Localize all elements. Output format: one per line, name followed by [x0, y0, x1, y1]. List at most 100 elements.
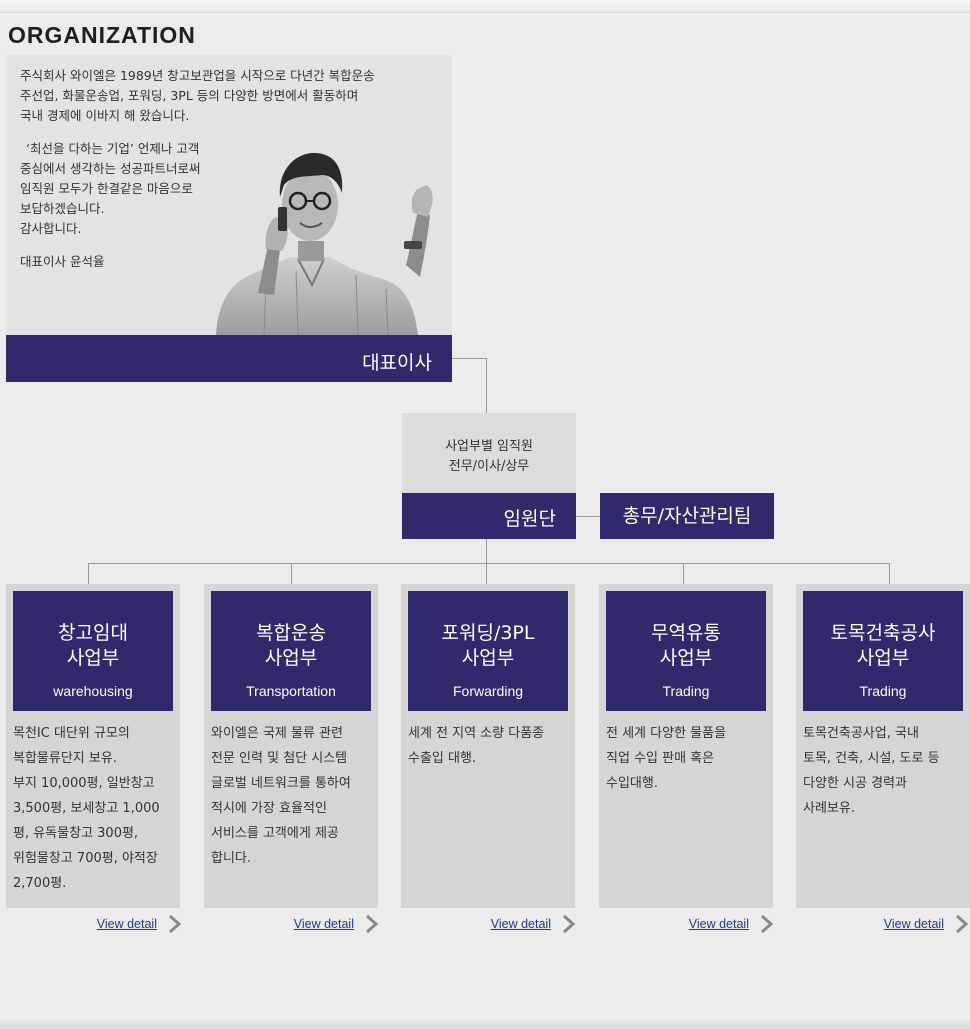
connector-line — [486, 358, 487, 413]
view-detail-link[interactable]: View detail — [293, 917, 354, 931]
chevron-right-icon[interactable] — [561, 914, 577, 934]
description-line: 3,500평, 보세창고 1,000 — [13, 801, 160, 816]
connector-line — [452, 358, 487, 359]
description-line: 토목, 건축, 시설, 도로 등 — [803, 751, 940, 766]
description-line: 수입대행. — [606, 776, 658, 791]
ceo-message-line: 주선업, 화물운송업, 포워딩, 3PL 등의 다양한 방면에서 활동하며 — [20, 88, 359, 103]
division-header: 무역유통 사업부 Trading — [606, 591, 766, 711]
executives-line1: 사업부별 임직원 — [445, 439, 533, 454]
description-line: 복합물류단지 보유. — [13, 751, 117, 766]
chevron-right-icon[interactable] — [167, 914, 183, 934]
executives-box: 사업부별 임직원 전무/이사/상무 — [402, 413, 576, 493]
ceo-message-line: 중심에서 생각하는 성공파트너로써 — [20, 161, 201, 176]
description-line: 수출입 대행. — [408, 751, 477, 766]
division-card-warehousing: 창고임대 사업부 warehousing 목천IC 대단위 규모의 복합물류단지… — [6, 584, 180, 908]
executives-label: 임원단 — [503, 508, 556, 530]
division-card-construction: 토목건축공사 사업부 Trading 토목건축공사업, 국내 토목, 건축, 시… — [796, 584, 970, 908]
view-detail-transportation[interactable]: View detail — [204, 913, 380, 935]
executives-bar: 임원단 — [402, 493, 576, 539]
ceo-message-line: 임직원 모두가 한결같은 마음으로 — [20, 181, 193, 196]
division-header: 토목건축공사 사업부 Trading — [803, 591, 963, 711]
connector-line — [486, 539, 487, 563]
view-detail-link[interactable]: View detail — [688, 917, 749, 931]
chevron-right-icon[interactable] — [364, 914, 380, 934]
description-line: 세계 전 지역 소량 다품종 — [408, 726, 545, 741]
ceo-message-line: 주식회사 와이엘은 1989년 창고보관업을 시작으로 다년간 복합운송 — [20, 68, 375, 83]
bottom-band — [0, 1020, 970, 1029]
description-line: 위험물창고 700평, 야적장 — [13, 851, 158, 866]
division-header: 창고임대 사업부 warehousing — [13, 591, 173, 711]
ceo-bar: 대표이사 — [6, 335, 452, 382]
division-description: 목천IC 대단위 규모의 복합물류단지 보유. 부지 10,000평, 일반창고… — [13, 721, 179, 896]
description-line: 부지 10,000평, 일반창고 — [13, 776, 155, 791]
division-description: 세계 전 지역 소량 다품종 수출입 대행. — [408, 721, 574, 771]
connector-line — [889, 563, 890, 584]
ceo-message-line: 국내 경제에 이바지 해 왔습니다. — [20, 108, 190, 123]
division-title: 포워딩/3PL — [441, 622, 535, 644]
view-detail-link[interactable]: View detail — [96, 917, 157, 931]
division-card-forwarding: 포워딩/3PL 사업부 Forwarding 세계 전 지역 소량 다품종 수출… — [401, 584, 575, 908]
division-title: 사업부 — [264, 647, 318, 669]
connector-line — [486, 563, 487, 584]
division-subtitle: Trading — [662, 683, 710, 699]
ceo-message-line: 보답하겠습니다. — [20, 201, 105, 216]
description-line: 목천IC 대단위 규모의 — [13, 726, 130, 741]
description-line: 적시에 가장 효율적인 — [211, 801, 327, 816]
division-header: 복합운송 사업부 Transportation — [211, 591, 371, 711]
view-detail-link[interactable]: View detail — [883, 917, 944, 931]
description-line: 토목건축공사업, 국내 — [803, 726, 919, 741]
description-line: 글로벌 네트워크를 통하여 — [211, 776, 351, 791]
division-title: 창고임대 — [58, 622, 128, 644]
executives-line2: 전무/이사/상무 — [448, 459, 530, 474]
division-subtitle: warehousing — [53, 683, 133, 699]
ceo-message: 주식회사 와이엘은 1989년 창고보관업을 시작으로 다년간 복합운송 주선업… — [20, 66, 375, 272]
ceo-message-line: ‘최선을 다하는 기업’ 언제나 고객 — [26, 141, 200, 156]
chevron-right-icon[interactable] — [759, 914, 775, 934]
description-line: 와이엘은 국제 물류 관련 — [211, 726, 343, 741]
division-description: 토목건축공사업, 국내 토목, 건축, 시설, 도로 등 다양한 시공 경력과 … — [803, 721, 969, 821]
division-title: 사업부 — [856, 647, 910, 669]
division-subtitle: Transportation — [246, 683, 336, 699]
connector-line — [88, 563, 89, 584]
view-detail-link[interactable]: View detail — [490, 917, 551, 931]
description-line: 사례보유. — [803, 801, 855, 816]
view-detail-forwarding[interactable]: View detail — [401, 913, 577, 935]
description-line: 직업 수입 판매 혹은 — [606, 751, 715, 766]
connector-line — [88, 563, 890, 564]
division-description: 전 세계 다양한 물품을 직업 수입 판매 혹은 수입대행. — [606, 721, 772, 796]
division-title: 토목건축공사 — [830, 622, 936, 644]
division-subtitle: Forwarding — [452, 683, 524, 699]
ceo-label: 대표이사 — [362, 352, 432, 374]
division-title: 무역유통 — [651, 622, 721, 644]
view-detail-construction[interactable]: View detail — [796, 913, 970, 935]
page-title: ORGANIZATION — [8, 22, 196, 48]
general-affairs-team: 총무/자산관리팀 — [600, 493, 774, 539]
chevron-right-icon[interactable] — [954, 914, 970, 934]
division-card-transportation: 복합운송 사업부 Transportation 와이엘은 국제 물류 관련 전문… — [204, 584, 378, 908]
view-detail-trading[interactable]: View detail — [599, 913, 775, 935]
division-subtitle: Trading — [859, 683, 907, 699]
description-line: 전문 인력 및 첨단 시스템 — [211, 751, 348, 766]
ceo-message-box: 주식회사 와이엘은 1989년 창고보관업을 시작으로 다년간 복합운송 주선업… — [6, 55, 452, 335]
ceo-signature: 대표이사 윤석율 — [20, 254, 105, 269]
division-description: 와이엘은 국제 물류 관련 전문 인력 및 첨단 시스템 글로벌 네트워크를 통… — [211, 721, 377, 871]
description-line: 다양한 시공 경력과 — [803, 776, 907, 791]
description-line: 2,700평. — [13, 876, 67, 891]
description-line: 평, 유독물창고 300평, — [13, 826, 139, 841]
ceo-photo — [216, 153, 433, 335]
division-header: 포워딩/3PL 사업부 Forwarding — [408, 591, 568, 711]
top-band — [0, 0, 970, 13]
division-title: 복합운송 — [256, 622, 326, 644]
division-title: 사업부 — [659, 647, 713, 669]
division-card-trading: 무역유통 사업부 Trading 전 세계 다양한 물품을 직업 수입 판매 혹… — [599, 584, 773, 908]
division-title: 사업부 — [461, 647, 515, 669]
description-line: 전 세계 다양한 물품을 — [606, 726, 727, 741]
connector-line — [576, 516, 600, 517]
ceo-message-line: 감사합니다. — [20, 221, 82, 236]
description-line: 합니다. — [211, 851, 252, 866]
division-title: 사업부 — [66, 647, 120, 669]
view-detail-warehousing[interactable]: View detail — [6, 913, 183, 935]
connector-line — [291, 563, 292, 584]
description-line: 서비스를 고객에게 제공 — [211, 826, 339, 841]
connector-line — [683, 563, 684, 584]
